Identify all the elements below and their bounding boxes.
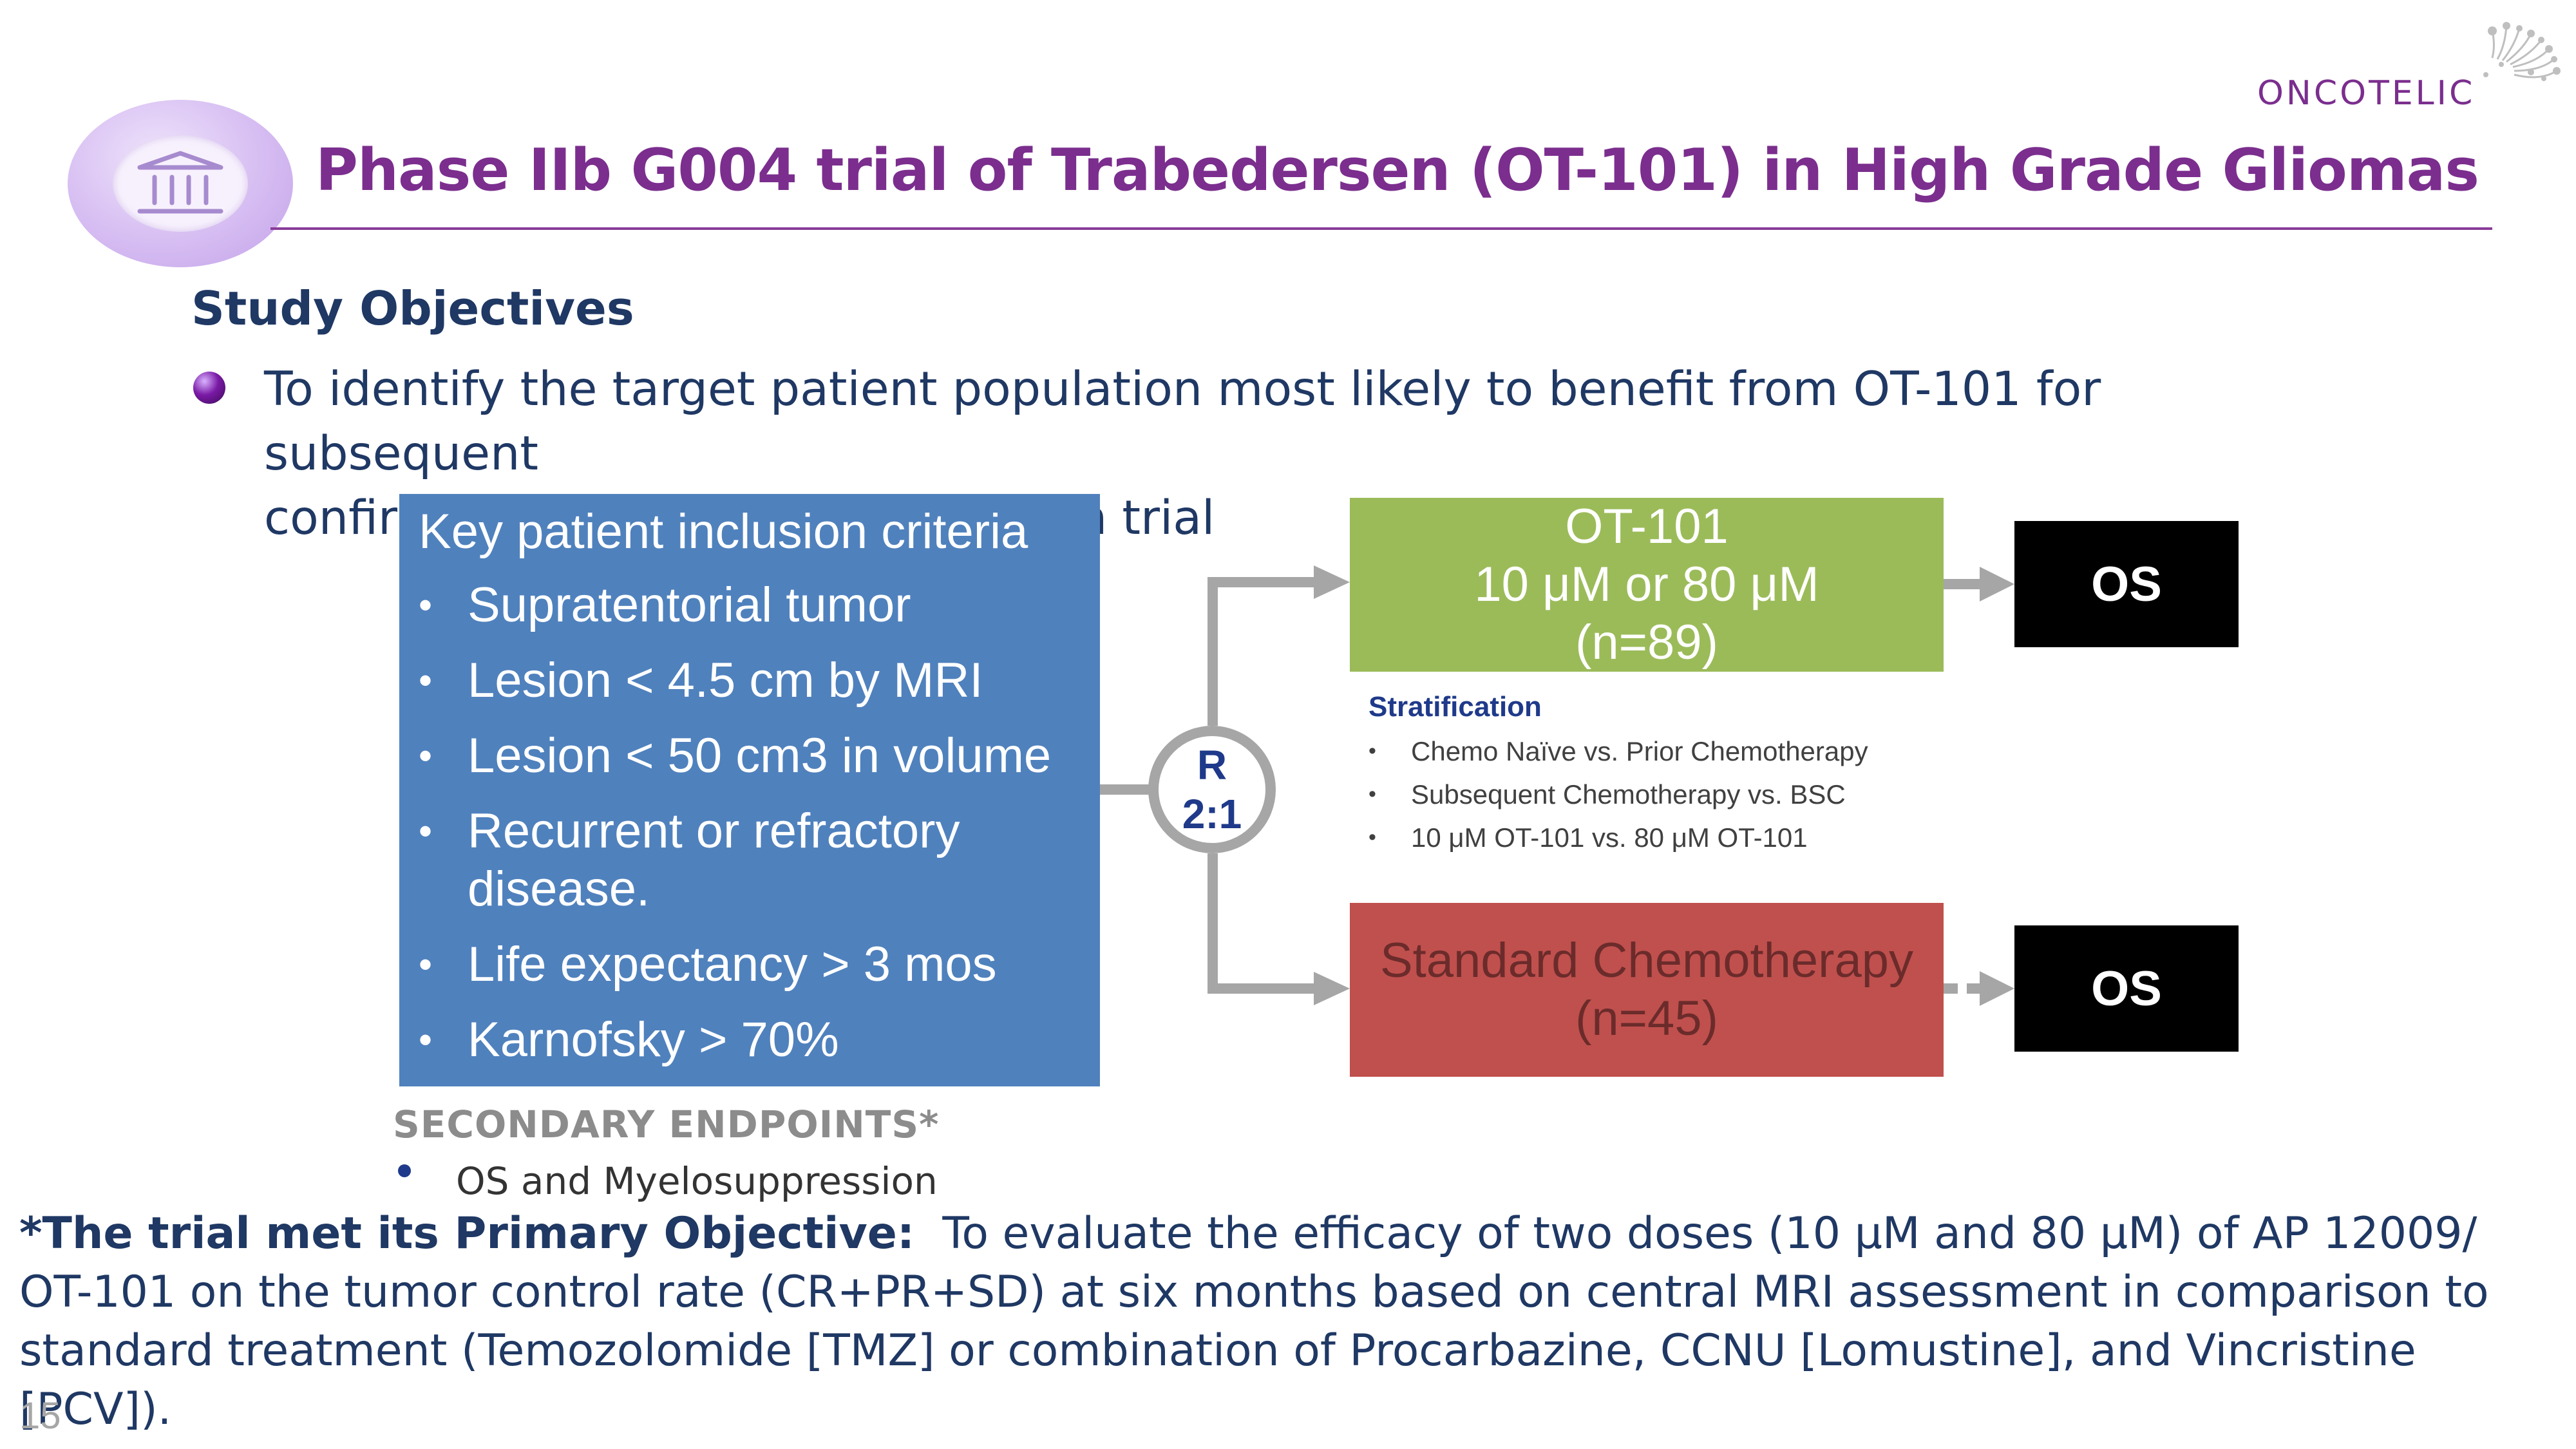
objective-line-1: To identify the target patient populatio… bbox=[264, 362, 2101, 481]
primary-objective-footnote: *The trial met its Primary Objective: To… bbox=[19, 1204, 2531, 1439]
brand-logo: ONCOTELIC bbox=[2248, 19, 2570, 129]
arrowhead-ot-os bbox=[1980, 567, 2014, 601]
stratification-item: •10 μM OT-101 vs. 80 μM OT-101 bbox=[1368, 822, 1808, 853]
randomization-label: R bbox=[1197, 742, 1227, 788]
connector-down bbox=[1208, 853, 1314, 994]
ot101-arm-line-1: OT-101 bbox=[1565, 499, 1728, 554]
molecule-spray-icon bbox=[2483, 22, 2561, 81]
arrowhead-ot bbox=[1314, 565, 1350, 599]
standard-arm-line-2: (n=45) bbox=[1575, 991, 1718, 1046]
stratification-item: •Subsequent Chemotherapy vs. BSC bbox=[1368, 779, 1846, 810]
connector-up bbox=[1208, 577, 1314, 726]
ot101-arm-box: OT-101 10 μM or 80 μM (n=89) bbox=[1350, 498, 1944, 672]
footnote-text: To evaluate the efficacy of two doses (1… bbox=[19, 1208, 2489, 1435]
secondary-endpoints-title: SECONDARY ENDPOINTS* bbox=[393, 1103, 940, 1146]
inclusion-list: •Supratentorial tumor •Lesion < 4.5 cm b… bbox=[419, 576, 1095, 1086]
ot101-arm-line-3: (n=89) bbox=[1575, 615, 1718, 670]
slide-title: Phase IIb G004 trial of Trabedersen (OT-… bbox=[316, 137, 2479, 204]
inclusion-title: Key patient inclusion criteria bbox=[419, 504, 1028, 559]
ot101-arm-line-2: 10 μM or 80 μM bbox=[1474, 557, 1819, 612]
title-divider bbox=[270, 227, 2492, 230]
page-number: 15 bbox=[19, 1395, 61, 1437]
inclusion-item: •Recurrent or refractory disease. bbox=[419, 804, 960, 916]
inclusion-item: •Lesion < 50 cm3 in volume bbox=[419, 728, 1052, 783]
stratification-title: Stratification bbox=[1368, 691, 1542, 723]
arrowhead-sc-os bbox=[1980, 971, 2014, 1006]
stratification-item: •Chemo Naïve vs. Prior Chemotherapy bbox=[1368, 736, 1868, 766]
randomization-ratio: 2:1 bbox=[1182, 791, 1242, 837]
os-outcome-top: OS bbox=[2014, 521, 2239, 647]
institution-building-icon bbox=[137, 151, 223, 214]
objective-bullet-icon bbox=[193, 372, 225, 404]
inclusion-item: •Life expectancy > 3 mos bbox=[419, 937, 997, 992]
arrowhead-sc bbox=[1314, 972, 1350, 1005]
standard-arm-line-1: Standard Chemotherapy bbox=[1379, 933, 1914, 988]
brand-name: ONCOTELIC bbox=[2257, 74, 2476, 113]
inclusion-item: •Lesion < 4.5 cm by MRI bbox=[419, 653, 983, 708]
inclusion-criteria-box bbox=[399, 494, 1100, 1086]
stratification-list: •Chemo Naïve vs. Prior Chemotherapy •Sub… bbox=[1368, 730, 1868, 859]
randomization-circle: R 2:1 bbox=[1148, 726, 1276, 853]
secondary-bullet-icon bbox=[398, 1164, 411, 1177]
secondary-endpoint-item: OS and Myelosuppression bbox=[456, 1159, 938, 1203]
inclusion-item: •Supratentorial tumor bbox=[419, 578, 911, 632]
os-outcome-bottom: OS bbox=[2014, 925, 2239, 1052]
inclusion-item: •Karnofsky > 70% bbox=[419, 1012, 839, 1067]
footnote-bold: *The trial met its Primary Objective: bbox=[19, 1208, 915, 1259]
objectives-heading: Study Objectives bbox=[191, 281, 634, 336]
standard-chemo-arm-box: Standard Chemotherapy (n=45) bbox=[1350, 903, 1944, 1077]
